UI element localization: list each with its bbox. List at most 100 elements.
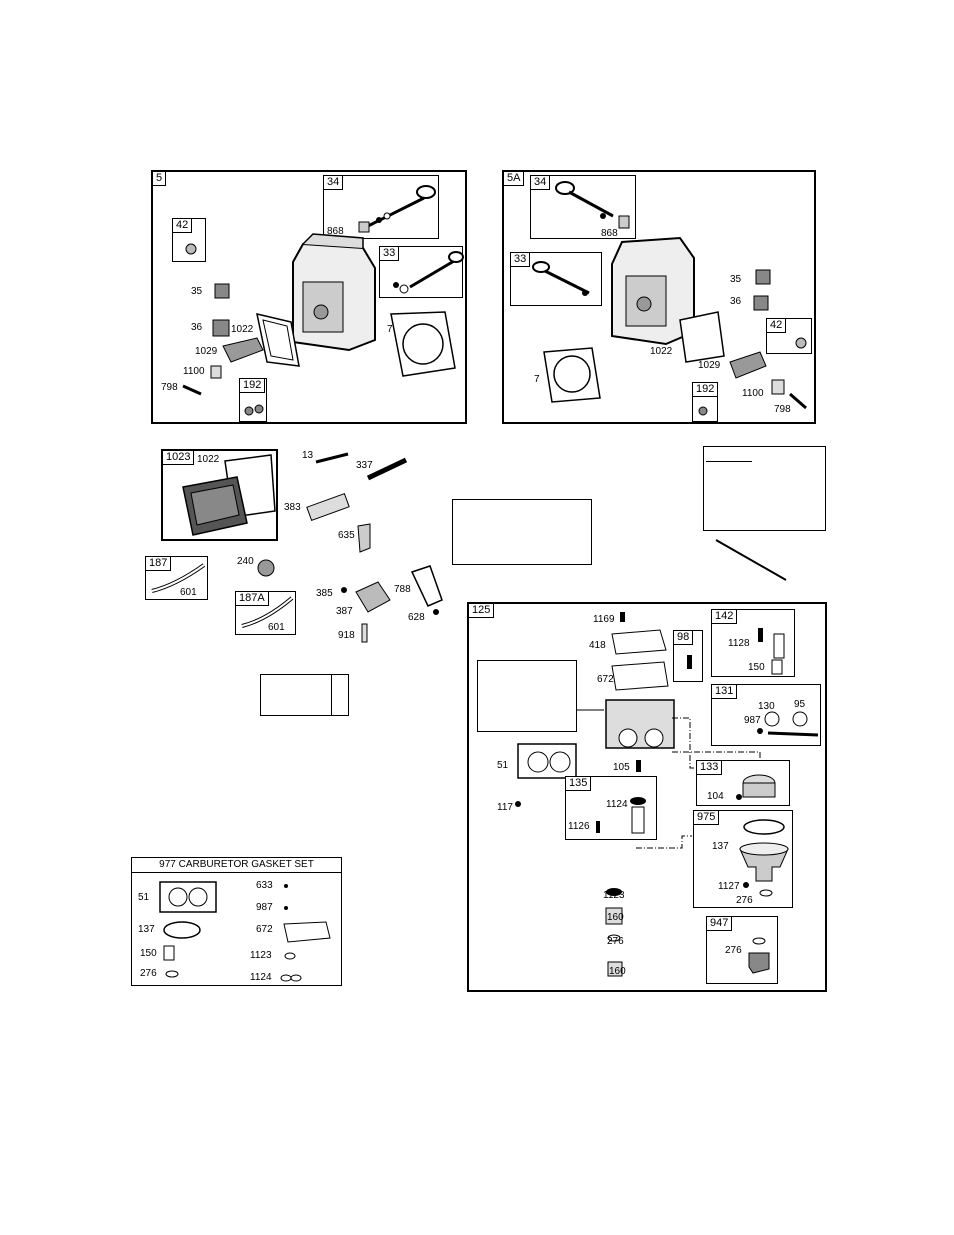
subassembly-tag: 947 (707, 917, 733, 931)
part-number: 130 (758, 701, 775, 712)
part-number: 918 (338, 630, 355, 641)
part-number: 385 (316, 588, 333, 599)
part-number: 798 (161, 382, 178, 393)
valve-drawing (532, 261, 590, 296)
panel-977-gasket-set: 977 CARBURETOR GASKET SET 51 137 150 276… (131, 857, 342, 986)
subassembly-34: 34 868 (530, 175, 636, 239)
part-number: 276 (607, 936, 624, 947)
part-number: 95 (794, 699, 806, 710)
blank-box (260, 674, 349, 716)
part-number: 383 (284, 502, 301, 513)
part-number: 160 (609, 966, 626, 977)
subassembly-tag: 33 (380, 247, 400, 261)
subassembly-tag: 135 (566, 777, 592, 791)
part-number: 51 (138, 892, 150, 903)
part-number: 1127 (718, 881, 740, 892)
part-number: 7 (387, 324, 393, 335)
part-number: 105 (613, 762, 630, 773)
panel-187a: 187A 601 (235, 591, 296, 635)
subassembly-131: 131 130 95 987 (711, 684, 821, 746)
part-number: 672 (597, 674, 614, 685)
subassembly-tag: 42 (173, 219, 193, 233)
part-number: 137 (712, 841, 729, 852)
part-number: 987 (744, 715, 761, 726)
panel-tag: 187 (146, 557, 172, 571)
solenoid-drawing (748, 937, 770, 974)
gasket-set-title: 977 CARBURETOR GASKET SET (132, 858, 341, 873)
nut-drawing (185, 243, 197, 255)
subassembly-tag: 975 (694, 811, 720, 825)
subassembly-947: 947 276 (706, 916, 778, 984)
panel-5: 5 34 868 33 42 192 (151, 170, 467, 424)
nut-drawing (244, 404, 264, 416)
subassembly-34: 34 868 (323, 175, 439, 239)
part-number: 51 (497, 760, 509, 771)
subassembly-tag: 42 (767, 319, 787, 333)
needle-drawing (596, 797, 646, 834)
part-number: 1022 (197, 454, 220, 465)
subassembly-98: 98 (673, 630, 703, 682)
part-number: 1029 (698, 360, 721, 371)
part-number: 1124 (606, 799, 628, 810)
valve-drawing (555, 181, 630, 229)
part-number: 868 (327, 226, 344, 237)
part-number: 337 (356, 460, 373, 471)
part-number: 798 (774, 404, 791, 415)
part-number: 601 (180, 587, 197, 598)
part-number: 1022 (650, 346, 673, 357)
part-number: 1124 (250, 972, 272, 983)
part-number: 1169 (593, 614, 615, 625)
panel-125: 125 98 142 1128 150 131 130 95 987 133 (467, 602, 827, 992)
subassembly-975: 975 137 1127 276 (693, 810, 793, 908)
part-number: 276 (725, 945, 742, 956)
bowl-drawing (736, 774, 776, 800)
gasket-set-drawing (159, 881, 331, 982)
cylinder-head-drawing (182, 233, 456, 396)
subassembly-tag: 142 (712, 610, 738, 624)
valve-drawing (393, 251, 464, 294)
subassembly-142: 142 1128 150 (711, 609, 795, 677)
part-number: 987 (256, 902, 273, 913)
float-bowl-drawing (739, 819, 789, 897)
jet-drawing (687, 655, 692, 669)
part-number: 633 (256, 880, 273, 891)
panel-187: 187 601 (145, 556, 208, 600)
subassembly-tag: 98 (674, 631, 694, 645)
part-number: 1123 (250, 950, 272, 961)
part-number: 788 (394, 584, 411, 595)
part-number: 387 (336, 606, 353, 617)
subassembly-tag: 192 (240, 379, 266, 393)
subassembly-33: 33 (379, 246, 464, 298)
cylinder-head-drawing (543, 236, 807, 410)
tube-drawing (151, 563, 206, 593)
panel-tag: 187A (236, 592, 269, 606)
part-number: 137 (138, 924, 155, 935)
part-number: 117 (497, 802, 513, 813)
part-number: 150 (748, 662, 765, 673)
subassembly-tag: 34 (324, 176, 344, 190)
valve-cover-drawing (182, 454, 276, 536)
shaft-drawing (757, 711, 819, 737)
part-number: 1100 (183, 366, 205, 377)
subassembly-192: 192 (239, 378, 267, 422)
panel-tag: 1023 (163, 451, 195, 465)
part-number: 7 (534, 374, 540, 385)
part-number: 13 (302, 450, 314, 461)
nut-drawing (698, 406, 708, 416)
part-number: 1128 (728, 638, 750, 649)
part-number: 1100 (742, 388, 764, 399)
nut-drawing (795, 337, 807, 349)
part-number: 1022 (231, 324, 254, 335)
subassembly-tag: 131 (712, 685, 738, 699)
panel-tag: 5 (153, 172, 167, 186)
float-drawing (758, 628, 785, 675)
part-number: 104 (707, 791, 724, 802)
subassembly-42: 42 (766, 318, 812, 354)
subassembly-33: 33 (510, 252, 602, 306)
blank-box (477, 660, 577, 732)
subassembly-tag: 192 (693, 383, 719, 397)
part-number: 868 (601, 228, 618, 239)
part-number: 418 (589, 640, 606, 651)
panel-tag: 125 (469, 604, 495, 618)
subassembly-133: 133 104 (696, 760, 790, 806)
